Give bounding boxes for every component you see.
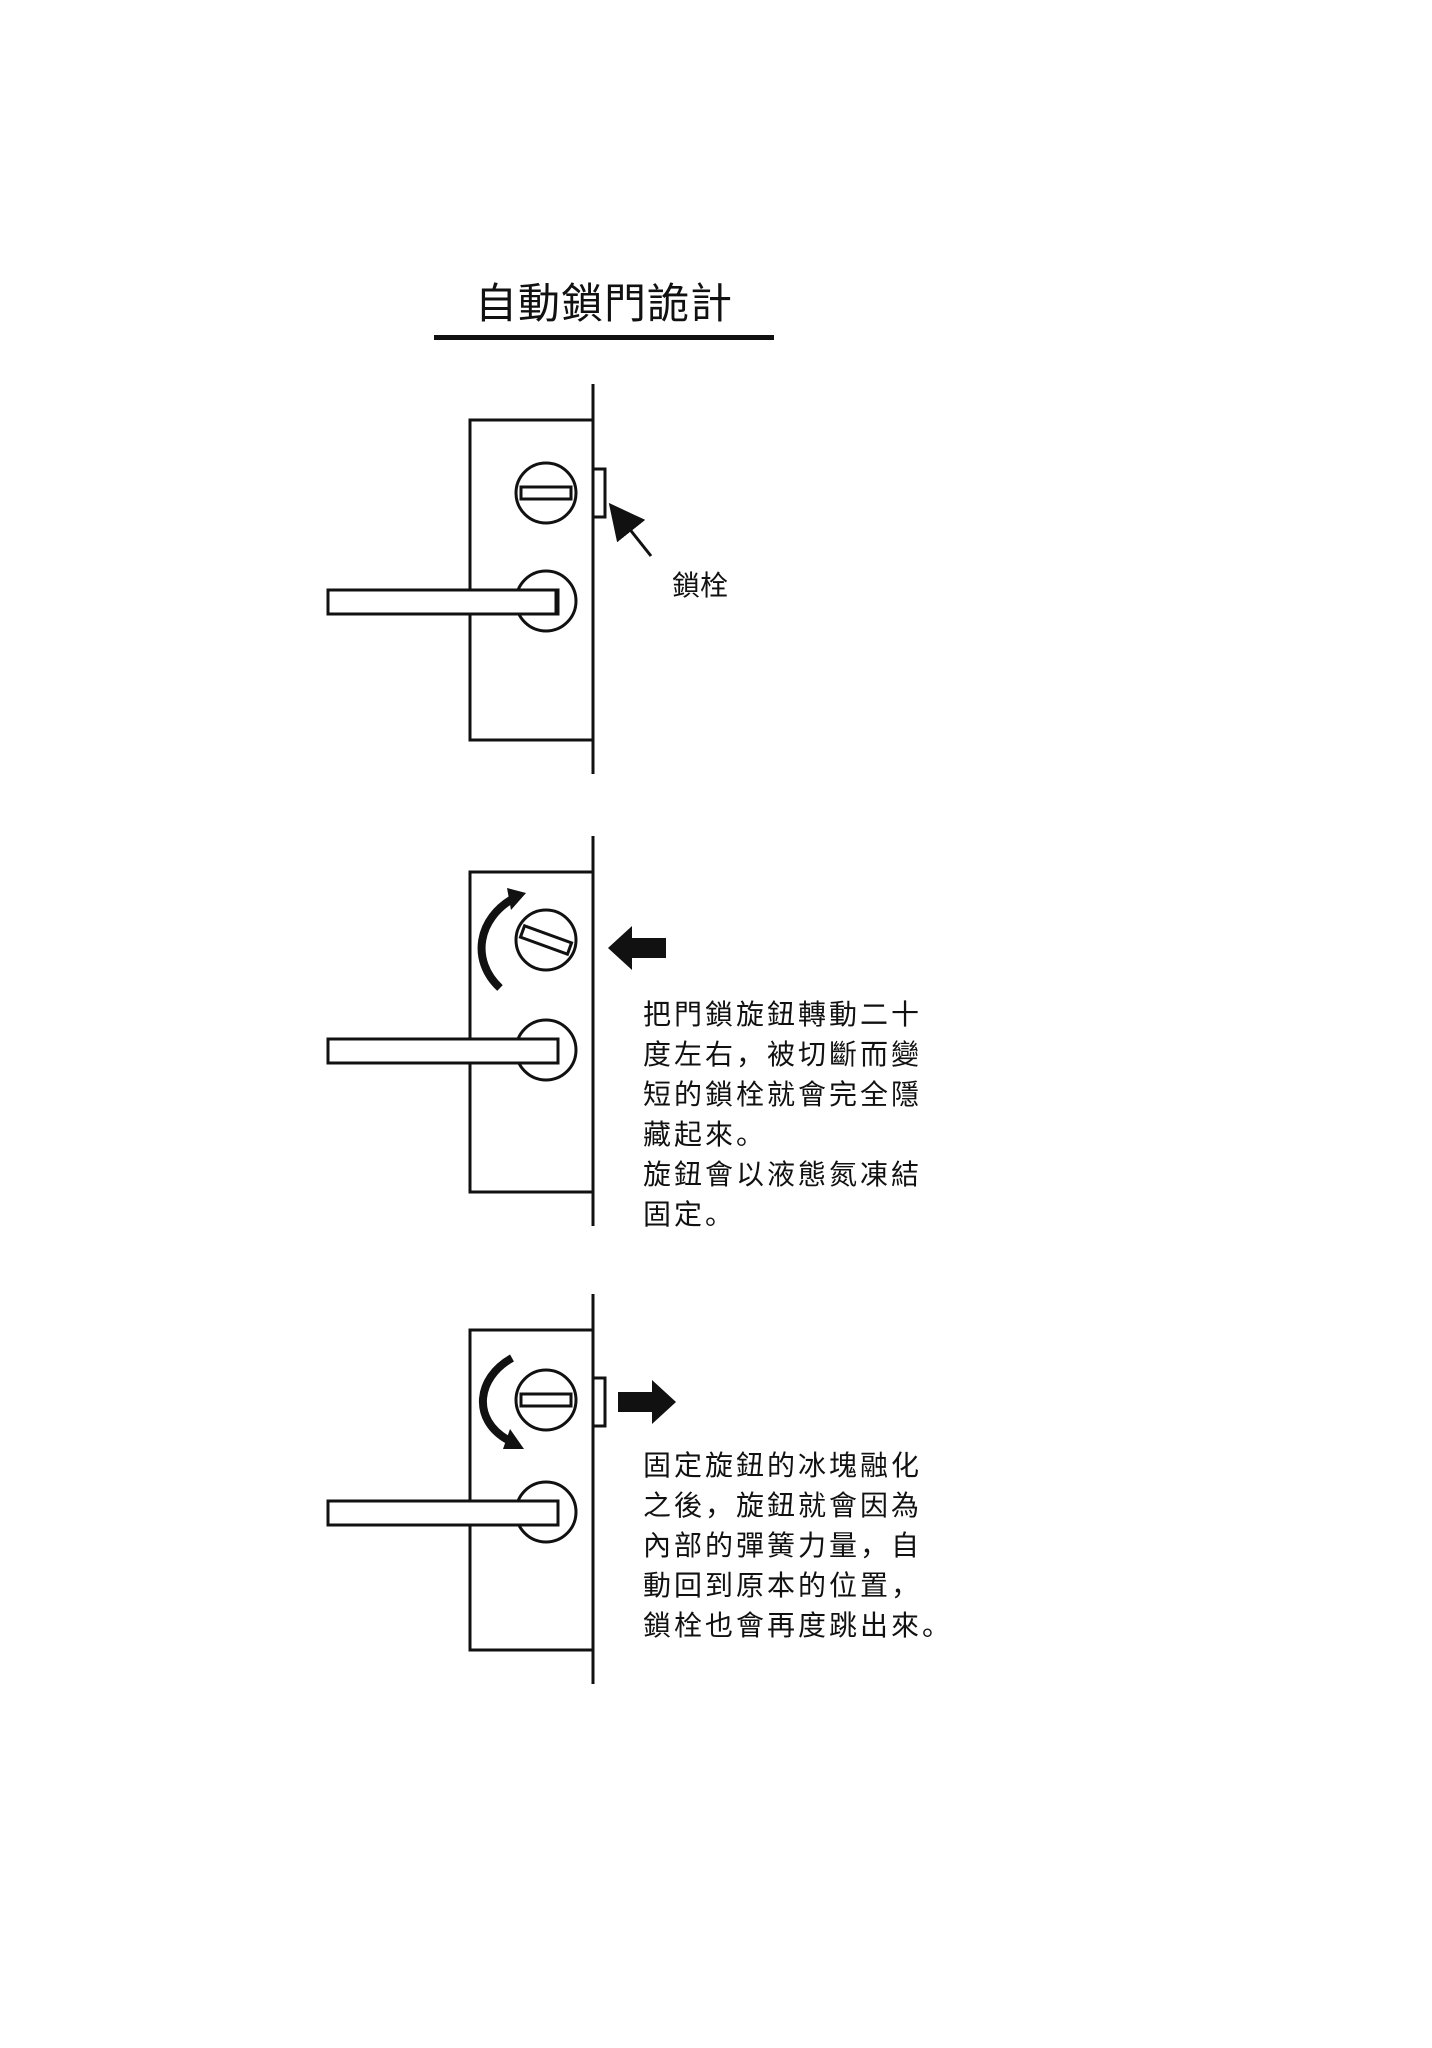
panel-2-frozen-state xyxy=(326,836,666,1226)
description-line: 內部的彈簧力量，自 xyxy=(643,1529,923,1562)
rotate-up-arrowhead-icon xyxy=(507,888,526,910)
push-left-arrow-icon xyxy=(608,926,666,970)
thumb-turn-knob-rotated xyxy=(514,908,578,972)
callout-arrow-line xyxy=(608,502,653,557)
panel-3-release-state xyxy=(326,1294,676,1684)
description-line: 把門鎖旋鈕轉動二十 xyxy=(643,998,923,1031)
description-line: 鎖栓也會再度跳出來。 xyxy=(643,1609,954,1642)
description-line: 短的鎖栓就會完全隱 xyxy=(643,1078,923,1111)
description-line: 固定。 xyxy=(643,1198,737,1231)
lock-bolt xyxy=(591,467,607,519)
description-line: 藏起來。 xyxy=(643,1118,768,1151)
rotate-up-arrow-icon xyxy=(477,894,517,991)
panel-3-description: 固定旋鈕的冰塊融化 之後，旋鈕就會因為 內部的彈簧力量，自 動回到原本的位置， … xyxy=(643,1446,953,1646)
door-handle xyxy=(326,1018,578,1082)
door-handle xyxy=(326,569,578,633)
description-line: 之後，旋鈕就會因為 xyxy=(643,1489,923,1522)
push-right-arrow-icon xyxy=(618,1380,676,1424)
rotate-down-arrow-icon xyxy=(479,1354,515,1444)
title-underline xyxy=(434,335,774,340)
rotate-down-arrowhead-icon xyxy=(503,1429,524,1449)
description-line: 旋鈕會以液態氮凍結 xyxy=(643,1158,923,1191)
description-line: 動回到原本的位置， xyxy=(643,1569,923,1602)
diagram-title: 自動鎖門詭計 xyxy=(474,279,733,328)
thumb-turn-knob xyxy=(514,461,578,525)
panel-2-description: 把門鎖旋鈕轉動二十 度左右，被切斷而變 短的鎖栓就會完全隱 藏起來。 旋鈕會以液… xyxy=(643,995,922,1235)
panel-1-locked-state xyxy=(326,384,653,774)
description-line: 度左右，被切斷而變 xyxy=(643,1038,923,1071)
lock-bolt xyxy=(591,1376,607,1428)
bolt-callout-label: 鎖栓 xyxy=(672,569,729,602)
description-line: 固定旋鈕的冰塊融化 xyxy=(643,1449,923,1482)
thumb-turn-knob xyxy=(514,1368,578,1432)
door-handle xyxy=(326,1480,578,1544)
